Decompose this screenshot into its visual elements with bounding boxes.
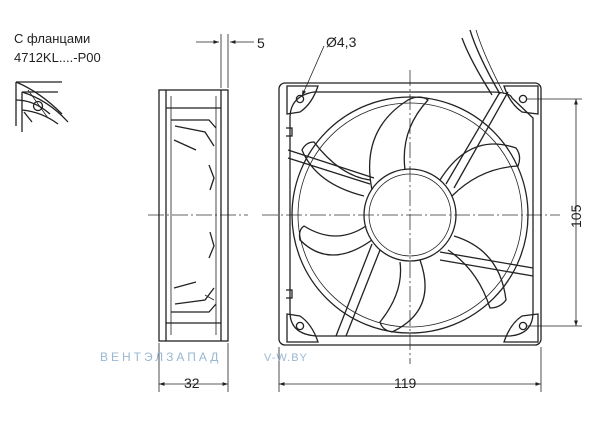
flange-note-model: 4712KL....-P00 [14, 50, 101, 65]
dimension-depth: 32 [158, 343, 229, 392]
dimension-hole-spacing: 105 [527, 98, 584, 327]
dimension-flange-thickness: 5 [196, 34, 265, 88]
front-view [262, 29, 560, 364]
dimension-depth-label: 32 [184, 375, 200, 391]
dimension-width: 119 [278, 347, 542, 392]
side-view [148, 89, 248, 342]
dimension-hole-diameter: Ø4,3 [301, 34, 357, 97]
flange-corner-detail [15, 81, 69, 132]
dimension-spacing-label: 105 [568, 204, 584, 228]
flange-note-title: С фланцами [14, 31, 90, 46]
dimension-flange-label: 5 [257, 35, 265, 51]
dimension-width-label: 119 [394, 375, 417, 391]
watermark-brand: ВЕНТЭЛЗАПАД [100, 350, 221, 364]
dimension-hole-label: Ø4,3 [326, 34, 357, 50]
watermark-domain: V-W.BY [264, 352, 308, 364]
